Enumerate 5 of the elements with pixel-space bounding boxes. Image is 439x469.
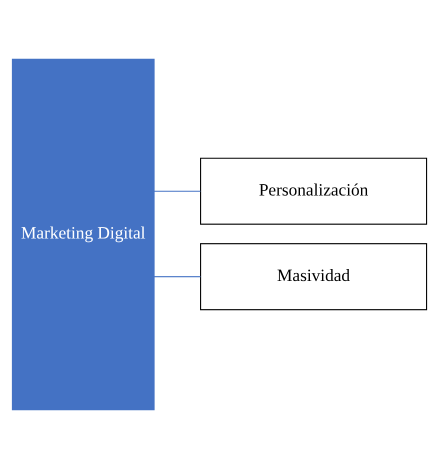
connector [154,190,200,192]
node-box: Marketing Digital [12,58,155,410]
node-box: Personalización [200,158,428,225]
node-box: Masividad [200,243,428,310]
connector [154,276,200,278]
